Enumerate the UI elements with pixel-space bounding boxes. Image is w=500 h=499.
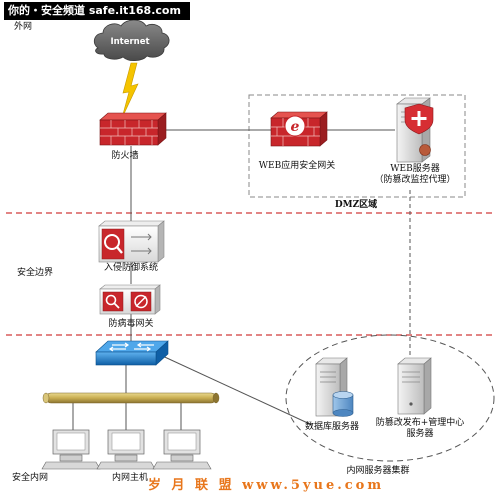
pc-icon-3: [152, 429, 212, 470]
database-server-icon: [315, 357, 354, 417]
waf-icon: e: [270, 111, 328, 147]
internet-label: Internet: [110, 37, 149, 47]
management-server-label-line2: 服务器: [406, 429, 434, 439]
web-server-label-line2: （防篡改监控代理）: [374, 175, 456, 185]
ips-label: 入侵防御系统: [103, 263, 159, 273]
pc-icon-2: [96, 429, 156, 470]
web-server-icon: [396, 97, 434, 163]
web-server-label-line1: WEB服务器: [390, 164, 440, 174]
server-cluster-ellipse: [285, 334, 495, 462]
lightning-icon: [121, 62, 139, 119]
connection-lines: [72, 129, 411, 432]
firewall-icon: [99, 112, 167, 146]
management-server-icon: [397, 357, 432, 415]
zone-label-border: 安全边界: [17, 268, 54, 278]
zone-label-internal: 安全内网: [12, 473, 49, 483]
dmz-box: [248, 94, 466, 198]
antivirus-gateway-icon: [99, 284, 161, 315]
watermark-top: 你的・安全频道 safe.it168.com: [4, 2, 190, 20]
zone-label-external: 外网: [14, 22, 33, 32]
network-bus-icon: [42, 392, 220, 404]
server-cluster-label: 内网服务器集群: [346, 466, 410, 476]
waf-label: WEB应用安全网关: [258, 161, 336, 171]
database-server-label: 数据库服务器: [304, 422, 360, 432]
antivirus-gateway-label: 防病毒网关: [108, 319, 154, 329]
firewall-label: 防火墙: [111, 151, 139, 161]
watermark-top-text: 你的・安全频道 safe.it168.com: [8, 4, 181, 17]
zone-label-dmz: DMZ区域: [334, 200, 378, 210]
svg-text:e: e: [291, 119, 300, 135]
management-server-label-line1: 防篡改发布+管理中心: [375, 418, 465, 428]
watermark-bottom: 岁 月 联 盟 www.5yue.com: [148, 478, 385, 493]
switch-icon: [95, 340, 169, 366]
intranet-host-label: 内网主机: [111, 473, 149, 483]
internet-cloud-icon: [93, 19, 170, 62]
ips-icon: [98, 220, 165, 263]
pc-icon-1: [41, 429, 101, 470]
